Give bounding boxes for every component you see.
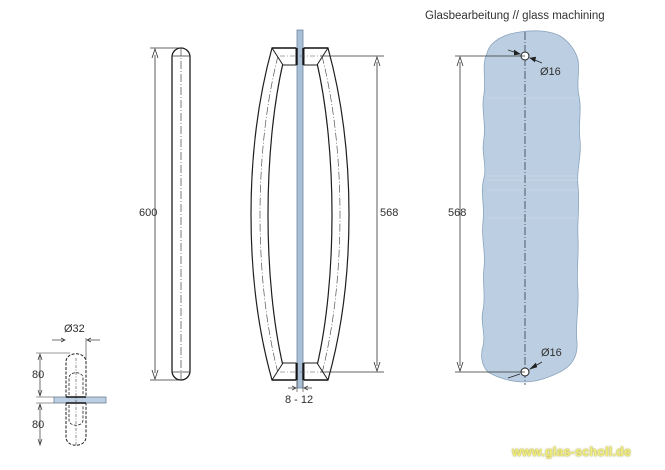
diameter-dim: Ø32	[64, 323, 85, 335]
side-view	[150, 47, 191, 381]
bottom-hole-dim: Ø16	[541, 347, 562, 359]
watermark-link: www.glas-scholl.de	[512, 445, 632, 459]
front-view-height-dim: 568	[380, 207, 399, 219]
glass-thickness-dim: 8 - 12	[285, 394, 314, 406]
front-view	[250, 29, 384, 392]
cross-section-view	[36, 337, 107, 447]
side-view-height-dim: 600	[139, 207, 158, 219]
lower-length-dim: 80	[32, 419, 45, 431]
title: Glasbearbeitung // glass machining	[425, 10, 605, 22]
upper-length-dim: 80	[32, 369, 45, 381]
machining-height-dim: 568	[448, 207, 467, 219]
glass-machining-view	[455, 30, 581, 385]
top-hole-dim: Ø16	[540, 66, 561, 78]
